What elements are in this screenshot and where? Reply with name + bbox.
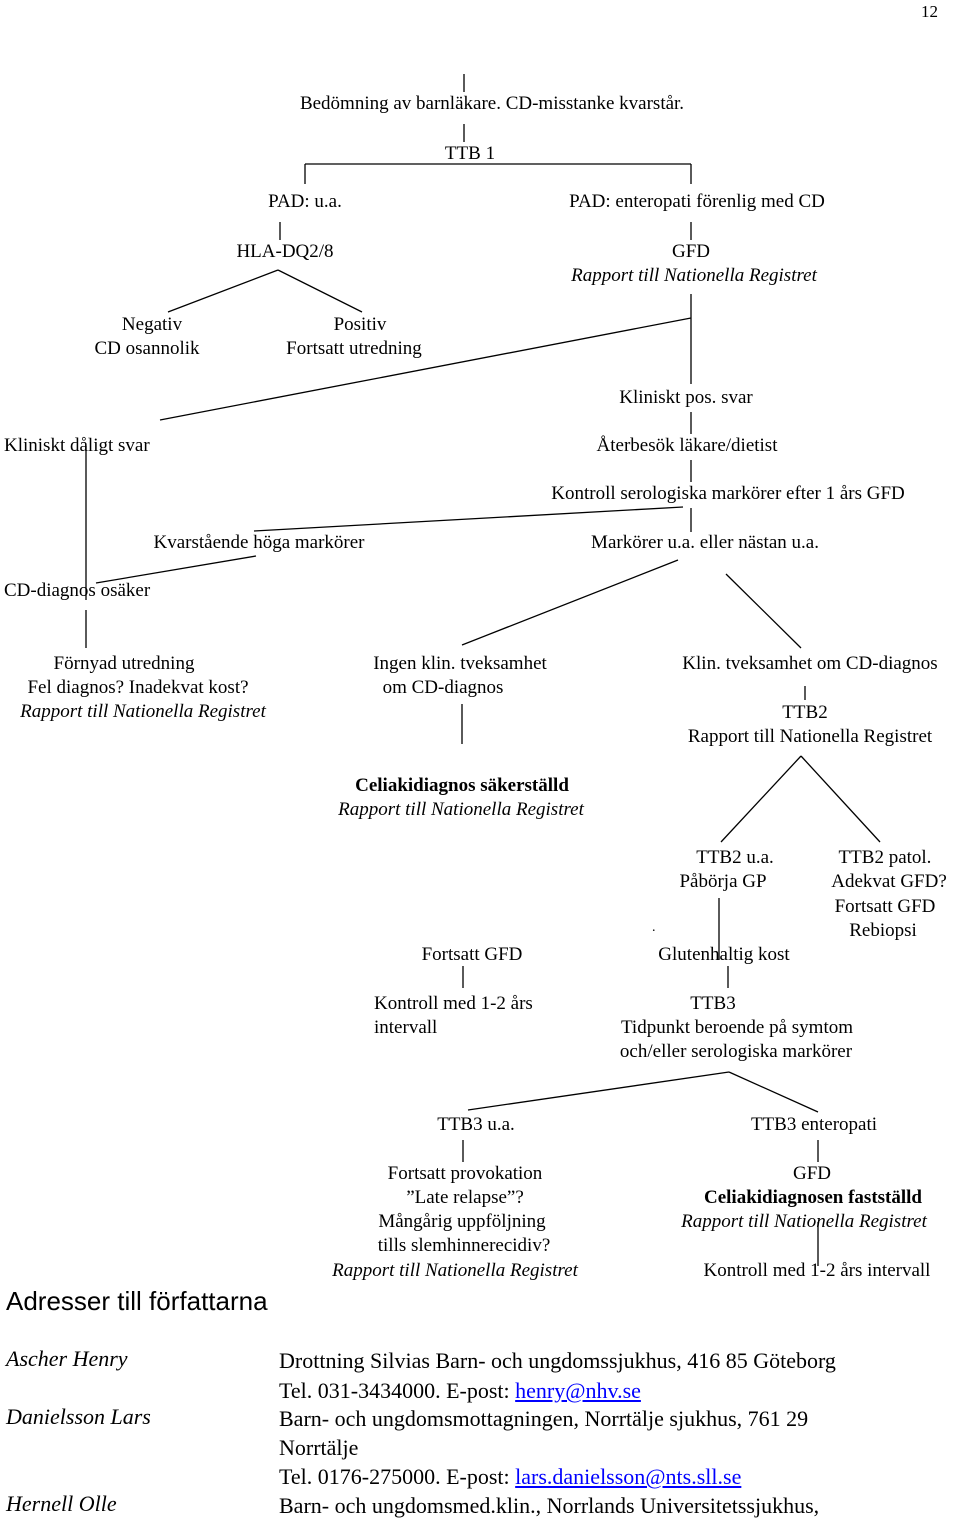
hla-label: HLA-DQ2/8 (236, 241, 334, 262)
negative-label: Negativ (121, 314, 183, 335)
author-address: Barn- och ungdomsmed.klin., Norrlands Un… (279, 1493, 820, 1518)
serology-check-label: Kontroll serologiska markörer efter 1 år… (551, 483, 905, 504)
clinical-doubt-label: Klin. tveksamhet om CD-diagnos (682, 653, 938, 674)
gfd-label-1: GFD (671, 241, 711, 262)
page-number: 12 (921, 2, 938, 21)
gluten-diet-label: Glutenhaltig kost (658, 944, 790, 965)
pad-enteropati-label: PAD: enteropati förenlig med CD (569, 191, 825, 212)
author-address: Barn- och ungdomsmottagningen, Norrtälje… (279, 1406, 809, 1431)
author-tel: Tel. 0176-275000. E-post: (279, 1464, 516, 1489)
author-address-city: Norrtälje (279, 1435, 359, 1460)
registry-report-4: Rapport till Nationella Registret (338, 799, 584, 820)
ttb3-label: TTB3 (690, 993, 736, 1014)
celiac-established-label: Celiakidiagnosen fastställd (703, 1187, 923, 1208)
author-name: Ascher Henry (6, 1346, 128, 1371)
renewed-investigation-label: Förnyad utredning (53, 653, 195, 674)
stray-dot: . (652, 920, 656, 935)
adequate-gfd-label: Adekvat GFD? (831, 871, 947, 892)
author-tel: Tel. 031-3434000. E-post: (279, 1378, 516, 1403)
late-relapse-label: ”Late relapse”? (406, 1187, 524, 1208)
continued-gfd-label: Fortsatt GFD (421, 944, 523, 965)
author-contact: Tel. 031-3434000. E-post: henry@nhv.se (279, 1376, 641, 1405)
assessment-text: Bedömning av barnläkare. CD-misstanke kv… (299, 93, 685, 114)
until-recurrence-label: tills slemhinnerecidiv? (377, 1235, 551, 1256)
ttb1-label: TTB 1 (444, 143, 496, 164)
author-email-link[interactable]: lars.danielsson@nts.sll.se (515, 1464, 742, 1489)
clinical-poor-label: Kliniskt dåligt svar (4, 435, 150, 456)
interval-label: intervall (374, 1017, 438, 1038)
positive-label: Positiv (333, 314, 387, 335)
author-name: Hernell Olle (6, 1491, 117, 1516)
author-contact: Tel. 0176-275000. E-post: lars.danielsso… (279, 1462, 741, 1491)
no-clinical-doubt-label: Ingen klin. tveksamhet (373, 653, 547, 674)
continued-gfd-2-label: Fortsatt GFD (834, 896, 936, 917)
authors-heading: Adresser till författarna (6, 1286, 268, 1316)
pad-ua-label: PAD: u.a. (268, 191, 342, 212)
ttb3-ua-label: TTB3 u.a. (437, 1114, 515, 1135)
gfd-label-3: GFD (792, 1163, 832, 1184)
serology-markers-label: och/eller serologiska markörer (619, 1041, 853, 1062)
celiac-confirmed-label: Celiakidiagnos säkerställd (355, 775, 569, 796)
about-cd-label: om CD-diagnos (382, 677, 504, 698)
start-gp-label: Påbörja GP (679, 871, 767, 892)
author-address: Drottning Silvias Barn- och ungdomssjukh… (279, 1348, 836, 1373)
cd-unlikely-label: CD osannolik (94, 338, 200, 359)
cd-uncertain-label: CD-diagnos osäker (4, 580, 151, 601)
continued-provocation-label: Fortsatt provokation (387, 1163, 543, 1184)
persistent-high-markers-label: Kvarstående höga markörer (153, 532, 365, 553)
ttb2-label: TTB2 (782, 702, 828, 723)
ttb2-pathological-label: TTB2 patol. (838, 847, 932, 868)
clinical-positive-label: Kliniskt pos. svar (619, 387, 753, 408)
registry-report-5: Rapport till Nationella Registret (332, 1260, 578, 1281)
registry-report-1: Rapport till Nationella Registret (571, 265, 817, 286)
rebiopsy-label: Rebiopsi (849, 920, 917, 941)
wrong-diagnosis-label: Fel diagnos? Inadekvat kost? (27, 677, 249, 698)
registry-report-6: Rapport till Nationella Registret (681, 1211, 927, 1232)
check-interval-label: Kontroll med 1-2 års (374, 993, 533, 1014)
ttb3-enteropathy-label: TTB3 enteropati (750, 1114, 878, 1135)
ttb2-ua-label: TTB2 u.a. (696, 847, 774, 868)
long-term-followup-label: Mångårig uppföljning (378, 1211, 546, 1232)
timing-label: Tidpunkt beroende på symtom (620, 1017, 854, 1038)
author-email-link[interactable]: henry@nhv.se (515, 1378, 641, 1403)
final-check-label: Kontroll med 1-2 års intervall (703, 1260, 931, 1281)
markers-normal-label: Markörer u.a. eller nästan u.a. (591, 532, 819, 553)
author-name: Danielsson Lars (6, 1404, 151, 1429)
revisit-label: Återbesök läkare/dietist (596, 435, 778, 456)
registry-report-2: Rapport till Nationella Registret (20, 701, 266, 722)
continued-investigation-label: Fortsatt utredning (286, 338, 422, 359)
registry-report-3: Rapport till Nationella Registret (687, 726, 933, 747)
